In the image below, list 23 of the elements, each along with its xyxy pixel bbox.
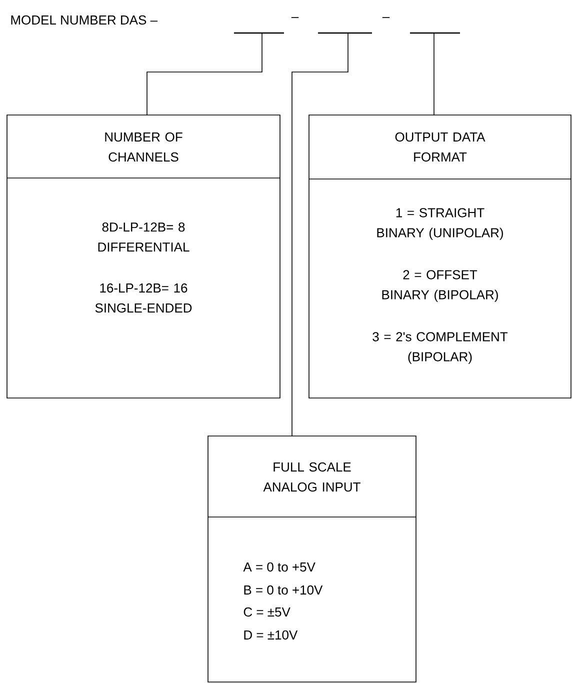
table-box [208, 436, 416, 682]
option-text: 16-LP-12B= 16 SINGLE-ENDED [95, 283, 192, 313]
fill-in-line [318, 32, 372, 34]
heading-text: FULL SCALE ANALOG INPUT [263, 462, 360, 492]
connector-line [292, 32, 348, 436]
option-text: D = ±10V [244, 630, 298, 640]
table-box [6, 114, 280, 398]
option-text: C = ±5V [244, 607, 290, 617]
heading-text: NUMBER OF CHANNELS [105, 132, 182, 162]
option-text: 8D-LP-12B= 8 DIFFERENTIAL [98, 222, 190, 252]
connector-line [146, 32, 262, 116]
option-text: B = 0 to +10V [244, 585, 323, 595]
table-box [308, 114, 572, 398]
fill-in-line [234, 32, 284, 34]
option-text: A = 0 to +5V [243, 562, 316, 572]
option-text: 3 = 2's COMPLEMENT (BIPOLAR) [372, 332, 508, 364]
dash-text: – [291, 17, 299, 18]
title-text: MODEL NUMBER DAS – [11, 15, 158, 25]
option-text: 1 = STRAIGHT BINARY (UNIPOLAR) [377, 208, 503, 240]
heading-text: OUTPUT DATA FORMAT [395, 132, 486, 162]
fill-in-line [410, 32, 460, 34]
dash-text: – [382, 17, 390, 18]
option-text: 2 = OFFSET BINARY (BIPOLAR) [382, 270, 498, 302]
